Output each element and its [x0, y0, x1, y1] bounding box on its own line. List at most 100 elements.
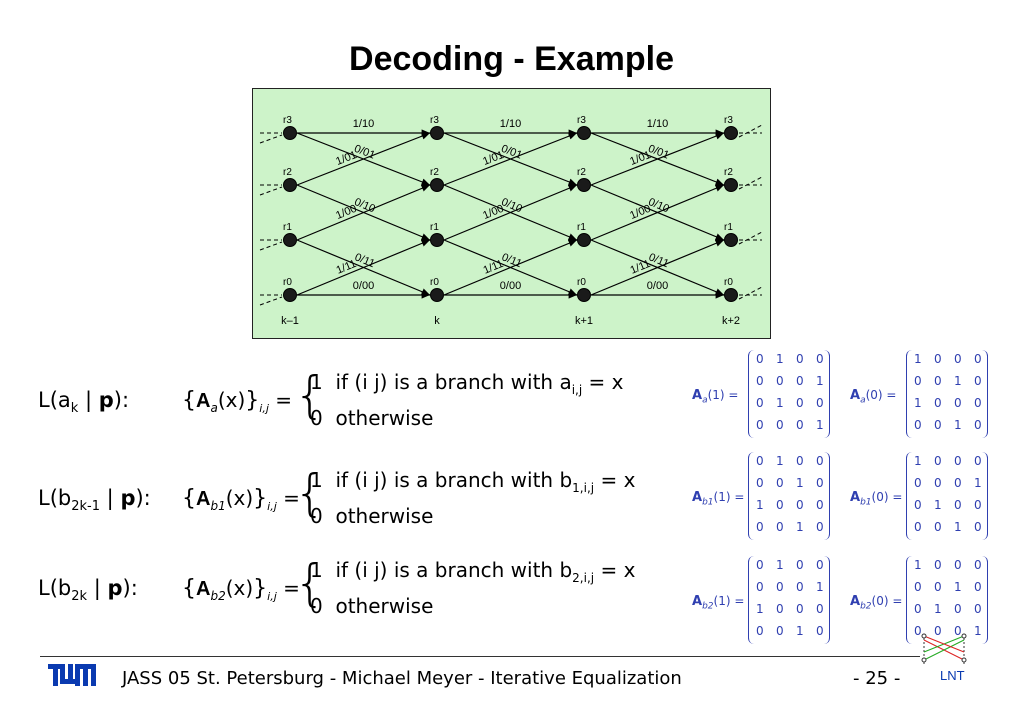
matrix-cell: 0 [954, 498, 962, 512]
trellis-stub [738, 176, 763, 190]
matrix-cell: 0 [816, 520, 824, 534]
matrix-cell: 0 [756, 454, 764, 468]
tum-logo [48, 664, 96, 686]
matrix-cell: 0 [776, 418, 784, 432]
matrix-cell: 0 [954, 352, 962, 366]
trellis-stub [738, 124, 763, 138]
matrix-cell: 1 [954, 418, 962, 432]
matrix-cell: 0 [756, 396, 764, 410]
trellis-stub [259, 134, 283, 144]
state-label: r0 [724, 277, 733, 288]
footer-divider [40, 656, 920, 657]
matrix-cell: 0 [934, 352, 942, 366]
matrix-cell: 0 [914, 624, 922, 638]
matrix-cell: 1 [776, 558, 784, 572]
trellis-stub [259, 296, 283, 306]
matrix-cell: 0 [776, 476, 784, 490]
matrix-cell: 0 [776, 602, 784, 616]
matrix-cell: 0 [974, 602, 982, 616]
matrix-cell: 0 [954, 476, 962, 490]
branch-label: 1/10 [647, 118, 668, 130]
likelihood-label: L(b2k | p): [38, 576, 138, 605]
matrix-cell: 0 [776, 520, 784, 534]
matrix-cell: 0 [914, 418, 922, 432]
trellis-node [577, 178, 591, 192]
matrix-cell: 0 [776, 498, 784, 512]
matrix-cell: 0 [934, 396, 942, 410]
state-label: r2 [724, 167, 733, 178]
matrix-cell: 0 [756, 520, 764, 534]
matrix-cell: 0 [934, 476, 942, 490]
trellis-branch [590, 184, 725, 241]
matrix-cell: 1 [816, 418, 824, 432]
trellis-branch [296, 132, 431, 186]
trellis-node [283, 288, 297, 302]
matrix-cell: 0 [776, 580, 784, 594]
trellis-node [724, 126, 738, 140]
trellis-branch [590, 132, 725, 186]
trellis-branch [443, 132, 578, 186]
state-label: r1 [283, 222, 292, 233]
matrix-cell: 1 [816, 580, 824, 594]
matrix-cell: 1 [756, 498, 764, 512]
trellis-branch [443, 239, 578, 296]
trellis-node [577, 126, 591, 140]
state-label: r2 [577, 167, 586, 178]
matrix-cell: 0 [974, 558, 982, 572]
trellis-diagram: 1/100/011/010/101/000/111/110/001/100/01… [252, 88, 771, 339]
matrix-cell: 0 [954, 624, 962, 638]
likelihood-label: L(ak | p): [38, 388, 130, 417]
trellis-node [577, 233, 591, 247]
trellis-branch [443, 184, 578, 241]
matrix-cell: 0 [796, 580, 804, 594]
matrix-cell: 1 [796, 520, 804, 534]
matrix-cell: 0 [914, 520, 922, 534]
matrix-cell: 0 [816, 352, 824, 366]
matrix-cell: 1 [756, 602, 764, 616]
trellis-branch [590, 239, 725, 296]
matrix-cell: 1 [796, 476, 804, 490]
matrix-cell: 0 [954, 602, 962, 616]
state-label: r2 [283, 167, 292, 178]
state-label: r2 [430, 167, 439, 178]
matrix-cell: 0 [756, 374, 764, 388]
trellis-stub [259, 241, 283, 251]
slide-title: Decoding - Example [349, 40, 674, 78]
matrix-cell: 0 [974, 374, 982, 388]
matrix-cell: 0 [756, 558, 764, 572]
matrix-cell: 0 [954, 396, 962, 410]
branch-label: 0/00 [500, 280, 521, 292]
trellis-node [430, 126, 444, 140]
matrix-cell: 1 [954, 374, 962, 388]
matrix-cell: 0 [974, 396, 982, 410]
matrix-cell: 1 [914, 396, 922, 410]
matrix-cell: 0 [934, 454, 942, 468]
state-label: r1 [430, 222, 439, 233]
matrix-cell: 0 [756, 624, 764, 638]
footer-text: JASS 05 St. Petersburg - Michael Meyer -… [122, 668, 682, 689]
matrix-cell: 1 [934, 602, 942, 616]
state-label: r1 [724, 222, 733, 233]
state-label: r0 [430, 277, 439, 288]
matrix-cell: 0 [914, 498, 922, 512]
matrix-cell: 0 [934, 418, 942, 432]
matrix-cell: 0 [796, 352, 804, 366]
matrix-cell: 0 [914, 602, 922, 616]
state-label: r3 [577, 115, 586, 126]
trellis-node [577, 288, 591, 302]
lnt-text: LNT [940, 668, 965, 683]
trellis-node [430, 288, 444, 302]
matrix-cell: 0 [816, 602, 824, 616]
matrix-cell: 1 [776, 352, 784, 366]
state-label: r3 [430, 115, 439, 126]
trellis-node [283, 126, 297, 140]
branch-label: 0/00 [647, 280, 668, 292]
matrix-cell: 0 [914, 476, 922, 490]
matrix-cell: 1 [954, 520, 962, 534]
matrix-cell: 0 [796, 602, 804, 616]
matrix-cell: 0 [816, 396, 824, 410]
matrix-cell: 0 [954, 558, 962, 572]
branch-label: 1/10 [353, 118, 374, 130]
trellis-edges [259, 124, 763, 306]
time-label: k–1 [281, 315, 299, 327]
